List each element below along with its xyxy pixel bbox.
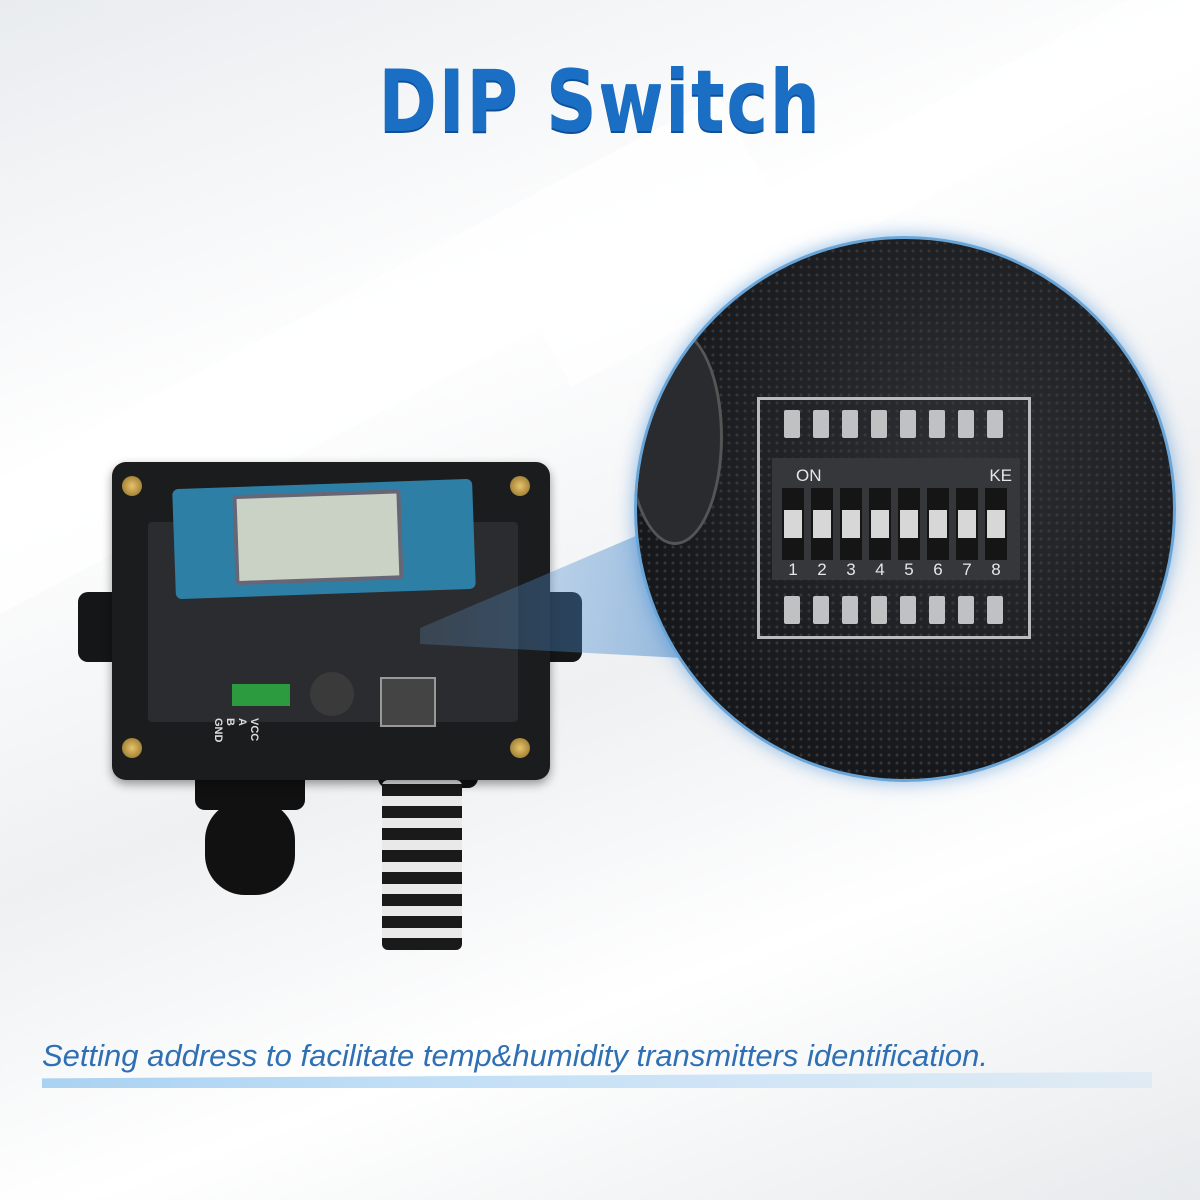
humidity-sensor-probe — [382, 780, 462, 950]
cable-gland-cap — [205, 800, 295, 895]
switch-8[interactable] — [985, 488, 1007, 560]
switch-2[interactable] — [811, 488, 833, 560]
inductor — [310, 672, 354, 716]
caption-underline — [42, 1072, 1152, 1088]
switch-1[interactable] — [782, 488, 804, 560]
switch-number: 8 — [991, 560, 1001, 579]
pcb-label-b: B — [224, 718, 236, 726]
pcb-label-vcc: VCC — [248, 718, 260, 742]
terminal-block — [232, 684, 290, 706]
switch-number: 5 — [904, 560, 914, 579]
screw — [510, 738, 530, 758]
switch-number: 7 — [962, 560, 972, 579]
screw — [510, 476, 530, 496]
switch-number: 6 — [933, 560, 943, 579]
switch-number: 2 — [817, 560, 827, 579]
lcd-screen — [232, 489, 404, 586]
dip-switch-closeup: ON KE 1 2 3 4 5 6 7 8 — [634, 236, 1176, 782]
switch-number: 4 — [875, 560, 885, 579]
pcb-label-gnd: GND — [212, 718, 224, 743]
dip-switch-outline: ON KE 1 2 3 4 5 6 7 8 — [757, 397, 1031, 639]
switch-number: 3 — [846, 560, 856, 579]
switch-7[interactable] — [956, 488, 978, 560]
switch-number: 1 — [788, 560, 798, 579]
dip-switch: ON KE 1 2 3 4 5 6 7 8 — [772, 458, 1020, 580]
pcb-label-a: A — [236, 718, 248, 726]
inductor — [637, 329, 723, 545]
on-label: ON — [796, 466, 822, 485]
screw — [122, 476, 142, 496]
dip-switch-small — [380, 677, 436, 727]
switch-6[interactable] — [927, 488, 949, 560]
screw — [122, 738, 142, 758]
transmitter-enclosure: VCC A B GND — [112, 462, 550, 780]
caption: Setting address to facilitate temp&humid… — [42, 1038, 988, 1073]
switch-3[interactable] — [840, 488, 862, 560]
lcd-board — [172, 478, 476, 600]
switch-4[interactable] — [869, 488, 891, 560]
switch-5[interactable] — [898, 488, 920, 560]
page-title: DIP Switch — [378, 52, 822, 152]
brand-label: KE — [989, 466, 1012, 485]
